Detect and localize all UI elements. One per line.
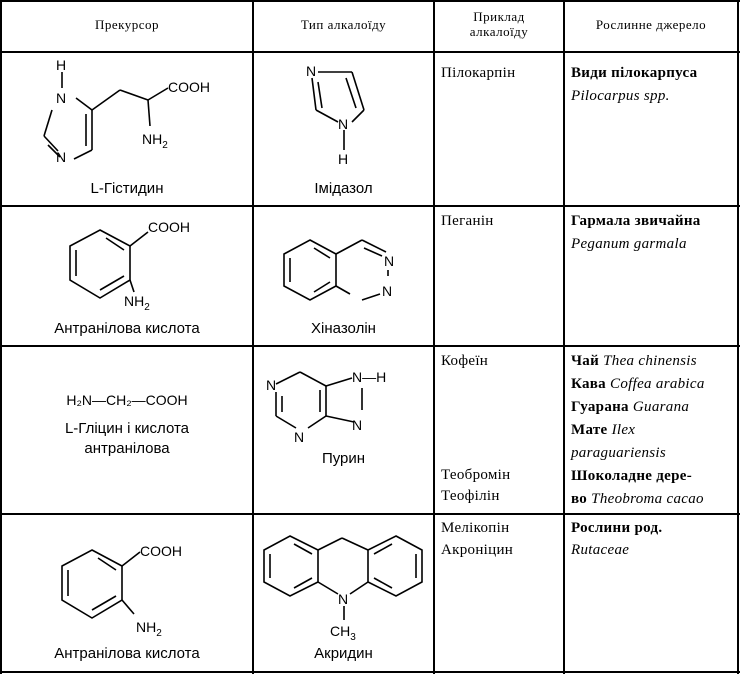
atom-label: H <box>56 57 66 73</box>
atom-label: COOH <box>148 219 190 235</box>
alkaloid-type-label: Імідазол <box>314 180 373 197</box>
alkaloid-type-label: Хіназолін <box>311 320 376 337</box>
example-alkaloid: Теофілін <box>441 488 500 504</box>
atom-label: N <box>266 377 276 393</box>
atom-label: N <box>294 429 304 445</box>
anthranilic-acid-structure: COOH NH2 <box>61 543 182 639</box>
plant-source-line: Гуарана Guarana <box>571 399 690 415</box>
header-example-line2: алкалоїду <box>469 24 529 39</box>
quinazoline-structure: N N <box>283 239 394 301</box>
example-alkaloid: Мелікопін <box>441 520 510 536</box>
atom-label: N <box>338 116 348 132</box>
precursor-label: Антранілова кислота <box>54 320 200 337</box>
example-alkaloid: Кофеїн <box>441 353 489 369</box>
plant-source-latin: Rutaceae <box>571 542 630 558</box>
atom-label: NH2 <box>136 619 162 639</box>
acridine-structure: N CH3 <box>263 535 423 643</box>
atom-label: N <box>56 90 66 106</box>
precursor-label: L-Гліцин і кислота <box>64 420 190 437</box>
plant-source-line: Мате Ilex <box>571 422 636 438</box>
atom-label: NH2 <box>124 293 150 313</box>
column-divider <box>252 0 254 674</box>
plant-source-line: paraguariensis <box>571 445 667 461</box>
atom-label: COOH <box>140 543 182 559</box>
example-alkaloid: Пеганін <box>441 213 494 229</box>
purine-structure: N N N—H N <box>266 369 386 445</box>
atom-label: COOH <box>168 79 210 95</box>
header-alkaloid-type: Тип алкалоїду <box>300 17 387 32</box>
glycine-formula: H₂N—CH₂—COOH <box>66 392 188 408</box>
atom-label: N <box>382 283 392 299</box>
example-alkaloid: Пілокарпін <box>441 65 516 81</box>
plant-source-line: Шоколадне дере- <box>571 468 693 484</box>
precursor-label: L-Гістидин <box>90 180 164 197</box>
table-border-left <box>0 0 2 674</box>
table-border-bottom <box>0 671 740 673</box>
plant-source-line: Кава Coffea arabica <box>571 376 705 392</box>
plant-source-line: Чай Thea chinensis <box>571 353 697 369</box>
plant-source-line: Гармала звичайна <box>571 213 701 229</box>
histidine-structure: H N N COOH NH2 <box>43 57 210 165</box>
table-border-right <box>737 0 739 674</box>
atom-label: N <box>352 417 362 433</box>
header-example: Приклад алкалоїду <box>435 9 563 39</box>
atom-label: N <box>306 63 316 79</box>
row-divider <box>0 345 740 347</box>
atom-label: CH3 <box>330 623 356 643</box>
anthranilic-acid-structure: COOH NH2 <box>69 219 190 313</box>
precursor-label: Антранілова кислота <box>54 645 200 662</box>
table-border-top <box>0 0 740 2</box>
example-alkaloid: Акроніцин <box>441 542 514 558</box>
atom-label: N—H <box>352 369 386 385</box>
atom-label: H <box>338 151 348 167</box>
header-example-line1: Приклад <box>473 9 525 24</box>
imidazole-structure: N N H <box>306 63 365 167</box>
column-divider <box>433 0 435 674</box>
alkaloid-type-label: Пурин <box>321 450 366 467</box>
atom-label: N <box>56 149 66 165</box>
plant-source-latin: Peganum garmala <box>571 236 687 252</box>
row-divider <box>0 205 740 207</box>
example-alkaloid: Теобромін <box>441 467 511 483</box>
plant-source-latin: Pilocarpus spp. <box>571 88 670 104</box>
row-divider <box>0 51 740 53</box>
plant-source-line: Види пілокарпуса <box>571 65 698 81</box>
column-divider <box>563 0 565 674</box>
precursor-label: антранілова <box>84 440 170 457</box>
alkaloid-type-label: Акридин <box>314 645 373 662</box>
atom-label: NH2 <box>142 131 168 151</box>
header-plant-source: Рослинне джерело <box>595 17 707 32</box>
row-divider <box>0 513 740 515</box>
atom-label: N <box>384 253 394 269</box>
plant-source-line: во Theobroma cacao <box>571 491 704 507</box>
header-precursor: Прекурсор <box>94 17 160 32</box>
plant-source-line: Рослини род. <box>571 520 663 536</box>
atom-label: N <box>338 591 348 607</box>
